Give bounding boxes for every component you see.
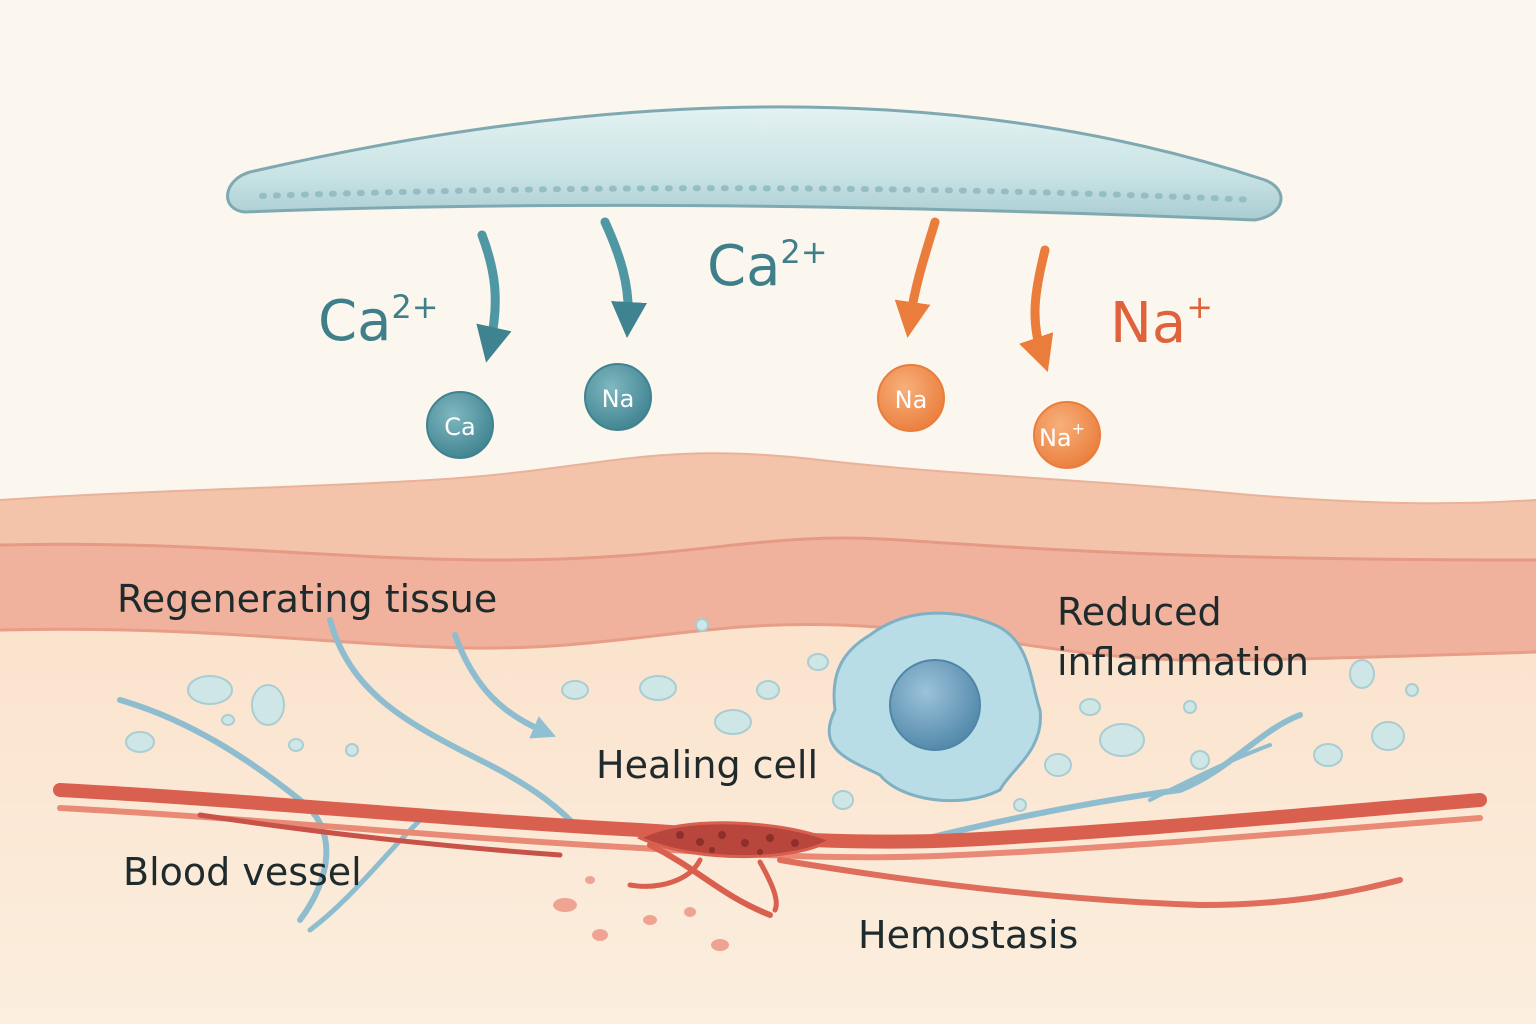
sodium-bead-teal: Na bbox=[584, 363, 652, 431]
calcium-bead: Ca bbox=[426, 391, 494, 459]
label-inflammation: inflammation bbox=[1057, 640, 1309, 684]
svg-text:Na: Na bbox=[602, 385, 635, 413]
calcium-arrow-left bbox=[476, 230, 512, 363]
sodium-ion-bead: Na+ bbox=[1033, 401, 1101, 469]
tissue-layers bbox=[0, 452, 1536, 1024]
label-blood-vessel: Blood vessel bbox=[123, 850, 362, 894]
cell-nucleus bbox=[889, 659, 981, 751]
sodium-bead-orange: Na bbox=[877, 364, 945, 432]
svg-text:Ca: Ca bbox=[444, 413, 475, 441]
svg-text:Na: Na bbox=[895, 386, 928, 414]
tissue-cells bbox=[125, 618, 1419, 812]
sodium-arrow-orange-2 bbox=[1019, 245, 1054, 373]
sodium-label-right: Na+ bbox=[1110, 288, 1213, 356]
hemostasis-clot bbox=[553, 821, 834, 951]
svg-text:Na+: Na+ bbox=[1039, 419, 1085, 453]
healing-cell bbox=[827, 611, 1042, 803]
ion-arrows bbox=[476, 217, 1054, 373]
label-hemostasis: Hemostasis bbox=[858, 913, 1078, 957]
dressing bbox=[226, 105, 1283, 222]
sodium-arrow-teal bbox=[600, 217, 647, 338]
calcium-label-left: Ca2+ bbox=[318, 288, 439, 354]
calcium-label-center: Ca2+ bbox=[707, 233, 828, 299]
sodium-arrow-orange-1 bbox=[894, 217, 940, 338]
label-regenerating-tissue: Regenerating tissue bbox=[117, 577, 497, 621]
label-reduced: Reduced bbox=[1057, 590, 1222, 634]
label-healing-cell: Healing cell bbox=[596, 743, 818, 787]
